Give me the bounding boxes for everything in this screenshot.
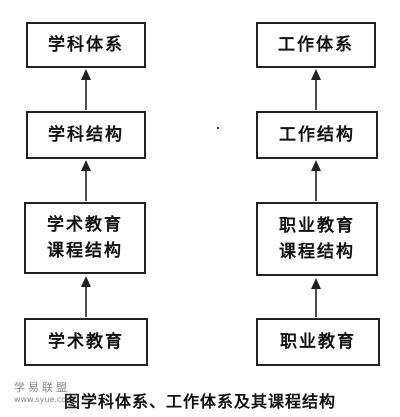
box-academic-structure: 学科结构 bbox=[26, 111, 146, 159]
box-academic-curriculum-structure: 学术教育 课程结构 bbox=[24, 202, 146, 274]
box-label: 学科结构 bbox=[48, 125, 124, 145]
box-label: 学科体系 bbox=[48, 35, 124, 55]
arrowhead-left-2 bbox=[81, 160, 91, 171]
watermark: 学易联盟 www.syue.com bbox=[14, 382, 74, 406]
arrowhead-right-3 bbox=[311, 278, 321, 289]
watermark-url: www.syue.com bbox=[14, 395, 74, 404]
arrowhead-left-1 bbox=[81, 69, 91, 80]
box-label: 工作体系 bbox=[278, 35, 354, 55]
box-label-line-1: 学术教育 bbox=[47, 215, 123, 235]
box-label: 工作结构 bbox=[279, 125, 355, 145]
box-work-structure: 工作结构 bbox=[256, 111, 378, 159]
box-academic-education: 学术教育 bbox=[24, 318, 148, 366]
box-label: 学术教育 bbox=[48, 332, 124, 352]
stray-dot bbox=[217, 127, 219, 129]
arrowhead-right-1 bbox=[311, 69, 321, 80]
box-label: 职业教育 bbox=[280, 332, 356, 352]
caption-text: 学科体系、工作体系及其课程结构 bbox=[81, 392, 337, 411]
box-label-line-2: 课程结构 bbox=[47, 241, 123, 261]
box-vocational-education: 职业教育 bbox=[256, 318, 380, 366]
box-academic-system: 学科体系 bbox=[26, 22, 146, 68]
box-label-line-1: 职业教育 bbox=[279, 216, 355, 236]
watermark-text: 学易联盟 bbox=[14, 381, 70, 394]
box-work-system: 工作体系 bbox=[256, 22, 376, 68]
caption-prefix: 图 bbox=[63, 392, 81, 411]
box-label-line-2: 课程结构 bbox=[279, 242, 355, 262]
arrowhead-right-2 bbox=[311, 160, 321, 171]
figure-caption: 图学科体系、工作体系及其课程结构 bbox=[0, 388, 400, 412]
arrowhead-left-3 bbox=[81, 276, 91, 287]
box-vocational-curriculum-structure: 职业教育 课程结构 bbox=[256, 202, 378, 276]
